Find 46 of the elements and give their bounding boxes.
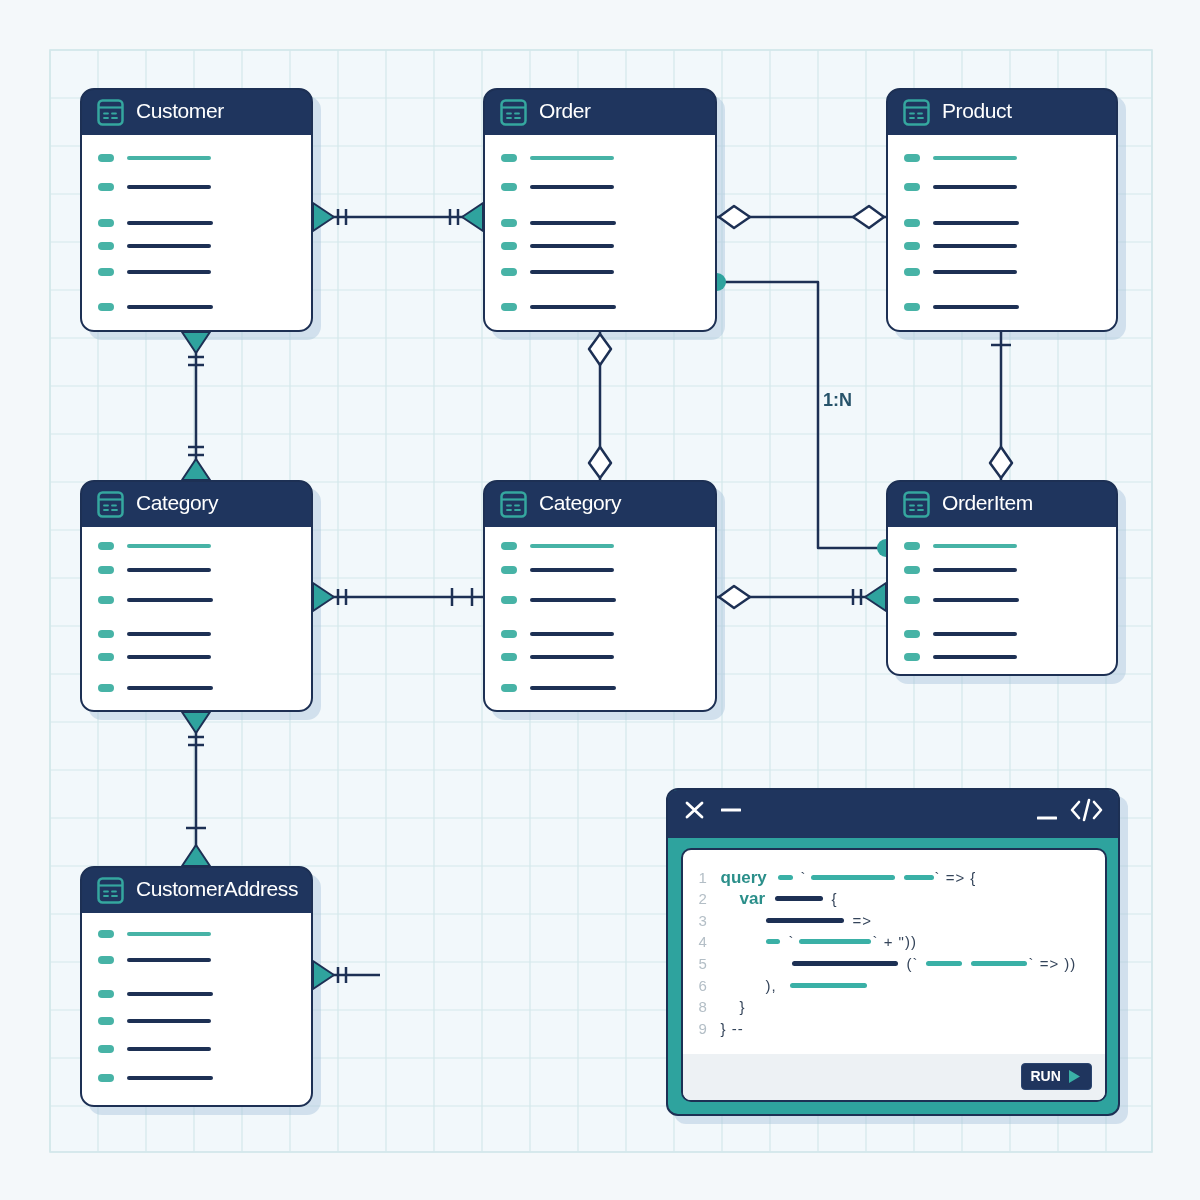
entity-name: Order [539,98,591,124]
entity-table [886,480,1118,676]
relationship-line [180,330,212,482]
line-number: 4 [698,931,707,952]
entity-name: OrderItem [942,490,1033,516]
code-text: ` => )) [1028,953,1077,974]
relationship-line [180,710,212,868]
entity-name: Category [539,490,621,516]
entity-name: Category [136,490,218,516]
relationship-line [717,204,886,230]
line-number: 1 [698,867,707,888]
entity-table [80,480,313,712]
entity-table [483,480,717,712]
line-number: 5 [698,953,707,974]
relationship-line [311,201,485,233]
relationship-line [311,959,380,991]
entity-table [886,88,1118,332]
code-text: => [852,910,873,931]
relationship-line [311,581,483,613]
entity-table [483,88,717,332]
run-button: RUN [1020,1062,1092,1090]
code-text: } [739,996,746,1017]
entity-name: CustomerAddress [136,876,299,902]
code-keyword: var [739,888,766,909]
relationship-line [717,273,886,557]
code-text: ` + ")) [872,931,917,952]
code-keyword: query [720,867,767,888]
entity-table [80,866,313,1107]
line-number: 9 [698,1018,707,1039]
entity-table [80,88,313,332]
entity-name: Customer [136,98,224,124]
relationship-line [587,332,613,480]
code-text: (` [906,953,919,974]
code-text: } -- [720,1018,744,1039]
line-number: 2 [698,888,707,909]
line-number: 3 [698,910,707,931]
code-text: ` => { [934,867,977,888]
line-number: 8 [698,996,707,1017]
line-number: 6 [698,975,707,996]
relationship-line [988,332,1014,480]
code-text: ` [788,931,795,952]
code-text: ` [800,867,807,888]
entity-name: Product [942,98,1012,124]
relationship-line [717,581,888,613]
code-text: ), [765,975,777,996]
code-text: { [831,888,838,909]
